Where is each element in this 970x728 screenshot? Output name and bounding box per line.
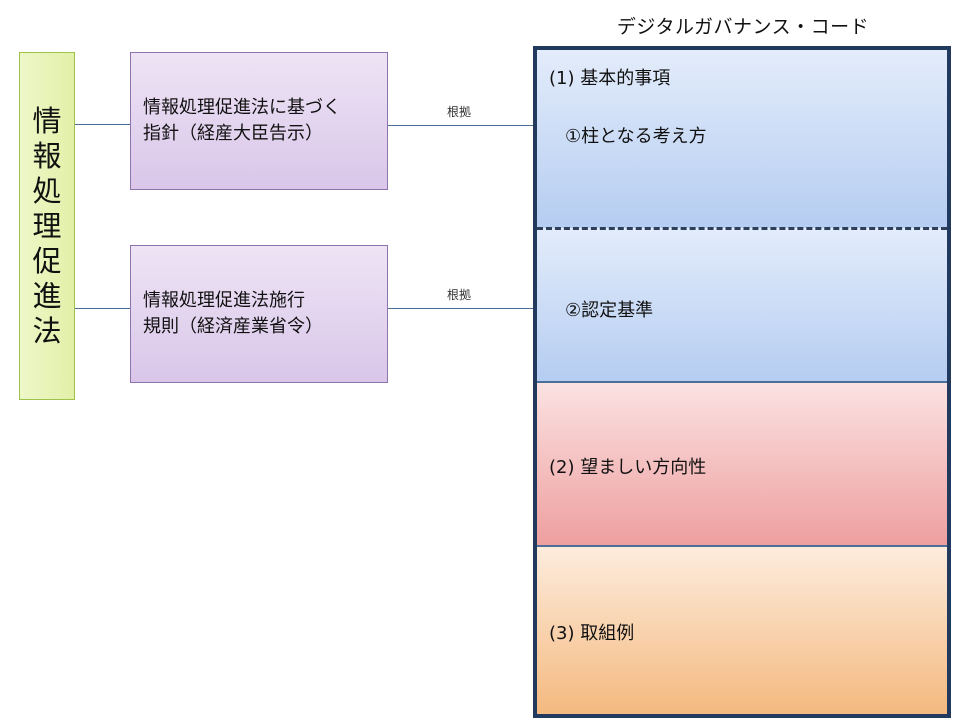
section-1-item-2: ②認定基準: [565, 300, 654, 321]
connector-law-guideline-2: [75, 308, 130, 309]
law-char: 進: [32, 278, 62, 313]
code-title: デジタルガバナンス・コード: [616, 16, 870, 38]
code-box: (1) 基本的事項 ①柱となる考え方 ②認定基準 (2) 望ましい方向性 (3)…: [533, 46, 951, 718]
basis-label-1: 根拠: [447, 105, 472, 119]
guideline-1-line2: 指針（経産大臣告示）: [143, 123, 323, 144]
law-char: 促: [32, 243, 62, 278]
basis-label-2: 根拠: [447, 288, 472, 302]
section-1-item-1: ①柱となる考え方: [565, 126, 707, 147]
law-char: 報: [32, 138, 62, 173]
section-2: (2) 望ましい方向性: [537, 383, 947, 547]
section-1-divider: [537, 227, 947, 230]
connector-basis-1: [388, 125, 533, 126]
guideline-box-1: 情報処理促進法に基づく 指針（経産大臣告示）: [130, 52, 388, 190]
law-char: 情: [32, 103, 62, 138]
section-1-heading: (1) 基本的事項: [549, 68, 671, 89]
law-char: 法: [32, 313, 62, 348]
law-char: 理: [32, 208, 62, 243]
section-3: (3) 取組例: [537, 547, 947, 714]
connector-law-guideline-1: [75, 124, 130, 125]
guideline-2-line2: 規則（経済産業省令）: [143, 316, 323, 337]
guideline-box-2: 情報処理促進法施行 規則（経済産業省令）: [130, 245, 388, 383]
guideline-2-line1: 情報処理促進法施行: [143, 290, 305, 311]
connector-basis-2: [388, 308, 533, 309]
law-char: 処: [32, 173, 62, 208]
section-3-heading: (3) 取組例: [549, 623, 635, 644]
section-1-part-a: (1) 基本的事項 ①柱となる考え方: [537, 50, 947, 228]
guideline-1-line1: 情報処理促進法に基づく: [143, 97, 341, 118]
section-1-part-b: ②認定基準: [537, 228, 947, 383]
law-box: 情 報 処 理 促 進 法: [19, 52, 75, 400]
section-2-heading: (2) 望ましい方向性: [549, 457, 707, 478]
